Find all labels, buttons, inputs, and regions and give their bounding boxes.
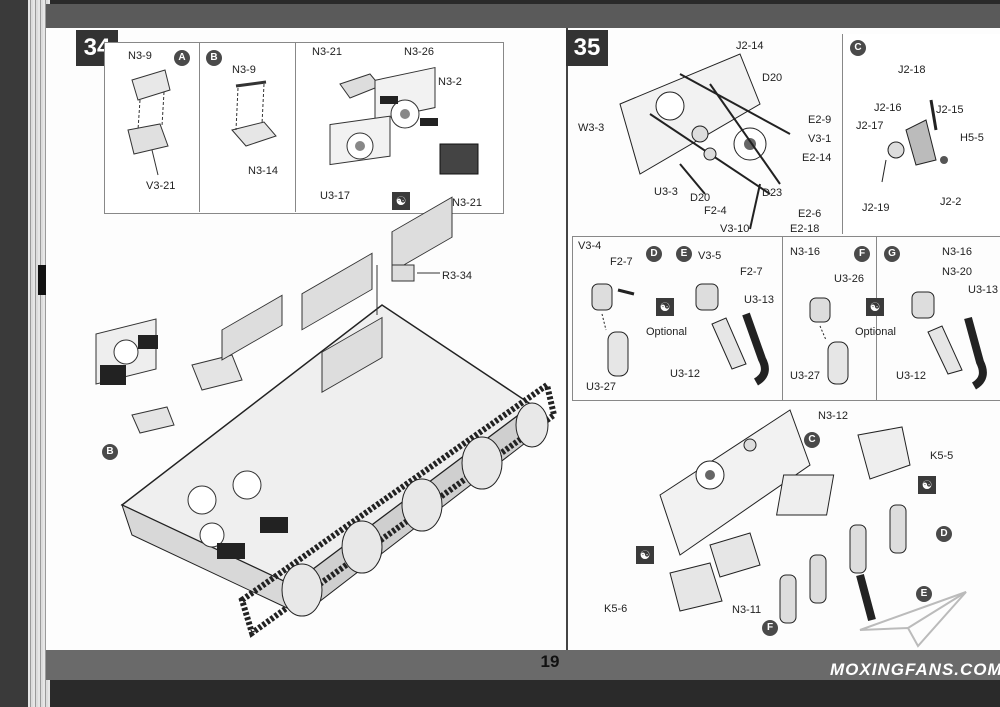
panel-divider — [876, 236, 877, 401]
part-label: N3-16 — [790, 246, 820, 258]
circle-b-marker: B — [102, 444, 118, 460]
exhaust-e-drawing — [695, 283, 769, 386]
page-stack — [28, 0, 50, 707]
part-label: F2-7 — [740, 266, 763, 278]
part-label: N3-20 — [942, 266, 972, 278]
circle-f-marker: F — [854, 246, 870, 262]
part-label: U3-12 — [670, 368, 700, 380]
tank-hull-drawing — [95, 196, 558, 638]
yin-yang-icon: ☯ — [866, 298, 884, 316]
part-label: V3-5 — [698, 250, 722, 262]
part-label: H5-5 — [960, 132, 984, 144]
exhaust-g-drawing — [911, 291, 987, 390]
circle-a-marker: A — [174, 50, 190, 66]
part-label: J2-19 — [862, 202, 890, 214]
part-label: N3-21 — [452, 197, 482, 209]
part-label: N3-14 — [248, 165, 278, 177]
optional-label: Optional — [855, 326, 896, 338]
circle-g-marker: G — [884, 246, 900, 262]
panel-divider — [295, 42, 296, 212]
part-label: W3-3 — [578, 122, 605, 134]
rear-plate-assembly-drawing — [659, 409, 911, 624]
part-label: U3-26 — [834, 273, 864, 285]
yin-yang-icon: ☯ — [392, 192, 410, 210]
part-label: N3-2 — [438, 76, 462, 88]
circle-c-marker: C — [850, 40, 866, 56]
part-label: D20 — [762, 72, 783, 84]
part-label: N3-26 — [404, 46, 434, 58]
part-label: U3-27 — [586, 381, 616, 393]
yin-yang-icon: ☯ — [636, 546, 654, 564]
panel-divider — [782, 236, 783, 401]
part-label: D23 — [762, 187, 783, 199]
part-label: E2-6 — [798, 208, 822, 220]
part-label: J2-15 — [936, 104, 964, 116]
panel-divider — [572, 236, 573, 401]
part-label: U3-27 — [790, 370, 820, 382]
steering-linkage-drawing — [881, 99, 948, 183]
part-label: F2-7 — [610, 256, 633, 268]
part-label: V3-21 — [146, 180, 176, 192]
yin-yang-icon: ☯ — [918, 476, 936, 494]
part-label: U3-3 — [654, 186, 678, 198]
part-label: E2-14 — [802, 152, 832, 164]
part-label: N3-12 — [818, 410, 848, 422]
part-label: N3-9 — [232, 64, 256, 76]
part-label: U3-13 — [968, 284, 998, 296]
watermark-text: MOXINGFANS.COM — [830, 660, 1000, 679]
part-label: J2-17 — [856, 120, 884, 132]
circle-d-marker: D — [936, 526, 952, 542]
row-divider — [572, 236, 1000, 237]
circle-b-marker: B — [206, 50, 222, 66]
step-34-subassembly-box — [104, 42, 504, 214]
part-label: N3-16 — [942, 246, 972, 258]
top-bar — [46, 4, 1000, 28]
watermark-plane-icon — [859, 591, 967, 648]
part-label: J2-14 — [736, 40, 764, 52]
part-label: N3-9 — [128, 50, 152, 62]
part-label: U3-12 — [896, 370, 926, 382]
part-label: J2-16 — [874, 102, 902, 114]
part-label: V3-1 — [808, 133, 832, 145]
part-label: N3-11 — [732, 604, 762, 616]
transmission-plate-drawing — [619, 53, 791, 230]
circle-e-marker: E — [916, 586, 932, 602]
part-label: E2-9 — [808, 114, 832, 126]
part-label: U3-17 — [320, 190, 350, 202]
part-b-drawing — [231, 80, 277, 147]
part-label: J2-2 — [940, 196, 962, 208]
circle-e-marker: E — [676, 246, 692, 262]
part-label: J2-18 — [898, 64, 926, 76]
yin-yang-icon: ☯ — [656, 298, 674, 316]
fan-assembly-drawing — [329, 66, 479, 175]
bottom-bar — [46, 650, 1000, 680]
page-number: 19 — [540, 652, 560, 671]
panel-divider — [199, 42, 200, 212]
optional-label: Optional — [646, 326, 687, 338]
part-label: E2-18 — [790, 223, 820, 235]
page-divider — [566, 28, 568, 650]
damper-d-drawing — [591, 283, 635, 377]
circle-f-marker: F — [762, 620, 778, 636]
part-label: D20 — [690, 192, 711, 204]
circle-d-marker: D — [646, 246, 662, 262]
part-label: K5-5 — [930, 450, 954, 462]
part-label: U3-13 — [744, 294, 774, 306]
part-label: F2-4 — [704, 205, 727, 217]
circle-c-marker: C — [804, 432, 820, 448]
part-label: N3-21 — [312, 46, 342, 58]
part-a-drawing — [127, 69, 171, 176]
part-label: V3-4 — [578, 240, 602, 252]
part-label: V3-10 — [720, 223, 750, 235]
damper-f-drawing — [809, 297, 849, 385]
callout-label: R3-34 — [442, 270, 472, 282]
row-divider — [572, 400, 1000, 401]
part-label: K5-6 — [604, 603, 628, 615]
step-35-number: 35 — [566, 30, 608, 66]
